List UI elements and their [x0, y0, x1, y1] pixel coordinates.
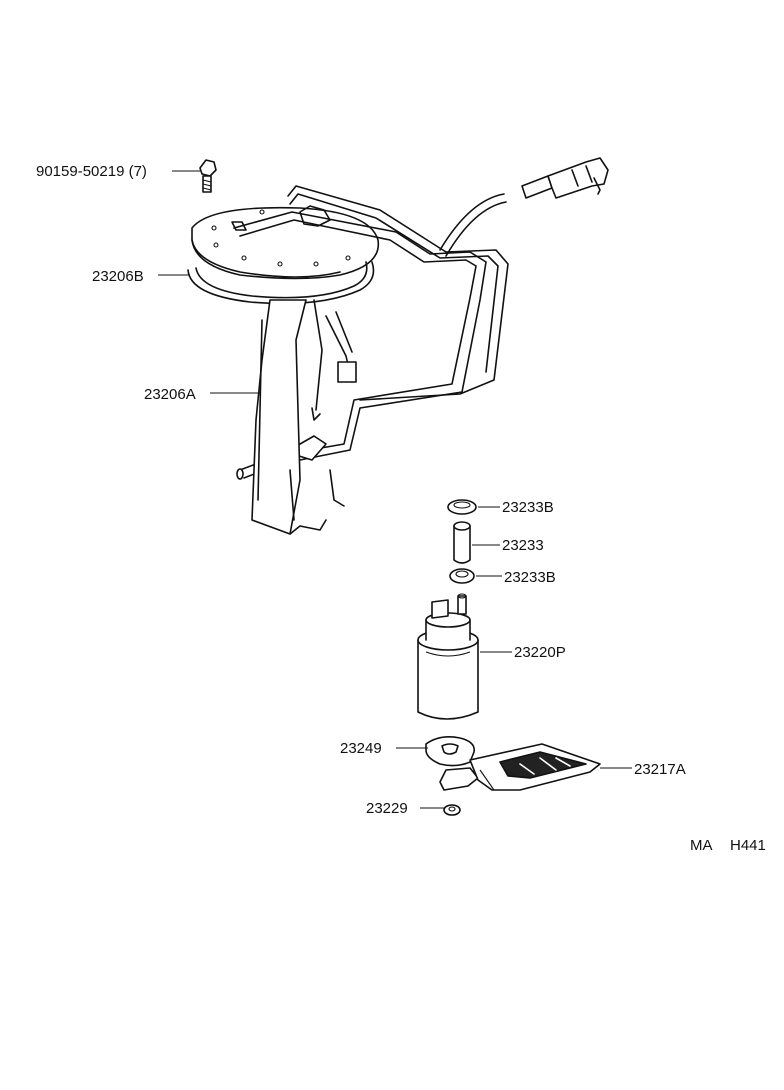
- bolt-drawing: [199, 159, 217, 193]
- label-clamp-top: 23233B: [502, 499, 554, 516]
- label-bolt: 90159-50219 (7): [36, 163, 147, 180]
- label-pump: 23220P: [514, 644, 566, 661]
- gasket-drawing: [187, 261, 375, 305]
- label-clamp-bottom: 23233B: [504, 569, 556, 586]
- clamp-bottom-drawing: [449, 568, 475, 584]
- clamp-top-drawing: [447, 499, 477, 515]
- clip-drawing: [443, 804, 461, 816]
- wire-connector-drawing: [521, 157, 609, 199]
- label-gasket: 23206B: [92, 268, 144, 285]
- label-clip: 23229: [366, 800, 408, 817]
- label-cushion: 23249: [340, 740, 382, 757]
- label-hose: 23233: [502, 537, 544, 554]
- hose-drawing: [453, 521, 471, 564]
- cushion-drawing: [425, 736, 476, 767]
- sender-flange-drawing: [191, 205, 380, 280]
- filter-drawing: [439, 743, 601, 791]
- reference-code-left: MA: [690, 837, 713, 854]
- fuel-pump-drawing: [417, 593, 479, 720]
- label-bracket: 23206A: [144, 386, 196, 403]
- reference-code-right: H441: [730, 837, 766, 854]
- label-filter: 23217A: [634, 761, 686, 778]
- bracket-drawing: [251, 299, 357, 535]
